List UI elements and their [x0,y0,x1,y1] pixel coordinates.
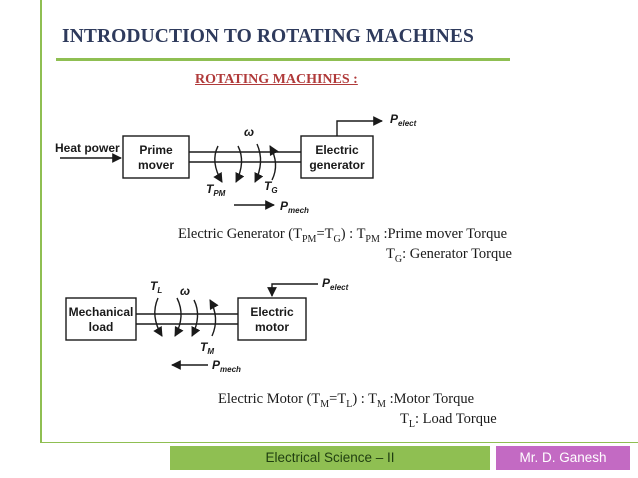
heat-power-label: Heat power [55,141,120,155]
tl-torque-arrow [153,297,163,337]
tl-label: TL [150,279,162,295]
motor-caption-line-1: Electric Motor (TM=TL) : TM :Motor Torqu… [218,391,475,410]
generator-caption-line-1: Electric Generator (TPM=TG) : TPM :Prime… [178,226,508,245]
motor-label-1: Electric [250,305,294,319]
electric-motor-box [237,297,307,341]
tm-label: TM [200,340,214,356]
prime-mover-box [122,135,190,179]
motor-diagram: Mechanical load TL ω TM Electric motor P… [65,276,349,374]
slide-title: INTRODUCTION TO ROTATING MACHINES [62,26,474,47]
tm-torque-arrow [209,299,219,337]
section-subtitle: ROTATING MACHINES : [195,72,358,87]
prime-mover-label-1: Prime [139,143,173,157]
motor-caption-line-2: TL: Load Torque [400,411,497,430]
mechanical-load-box [65,297,137,341]
load-label-2: load [89,320,114,334]
title-underline-rule [56,58,510,61]
omega-rotation-arrow-2 [254,143,264,183]
tpm-torque-arrow [213,145,223,183]
prime-mover-label-2: mover [138,158,174,172]
tpm-label: TPM [206,182,226,198]
omega-symbol: ω [244,125,254,139]
tg-torque-arrow [269,145,279,181]
p-mech-label: Pmech [280,199,309,215]
generator-caption-line-2: TG: Generator Torque [386,246,512,265]
motor-label-2: motor [255,320,289,334]
motor-omega-symbol: ω [180,284,190,298]
generator-label-1: Electric [315,143,359,157]
tg-label: TG [264,179,278,195]
generator-diagram: Heat power Prime mover ω TPM TG Electric… [55,112,417,215]
motor-p-elect-label: Pelect [322,276,349,292]
motor-p-elect-arrow [267,283,318,297]
motor-rotation-arrow-2 [191,299,201,337]
p-elect-arrow [336,116,383,136]
generator-label-2: generator [309,158,365,172]
footer-author: Mr. D. Ganesh [496,446,630,470]
footer-course: Electrical Science – II [170,446,490,470]
left-accent-rule [40,0,42,442]
footer-rule [40,442,638,443]
motor-p-mech-label: Pmech [212,358,241,374]
omega-rotation-arrow-1 [235,145,245,183]
load-label-1: Mechanical [69,305,134,319]
motor-rotation-arrow-1 [174,297,184,337]
p-elect-label: Pelect [390,112,417,128]
